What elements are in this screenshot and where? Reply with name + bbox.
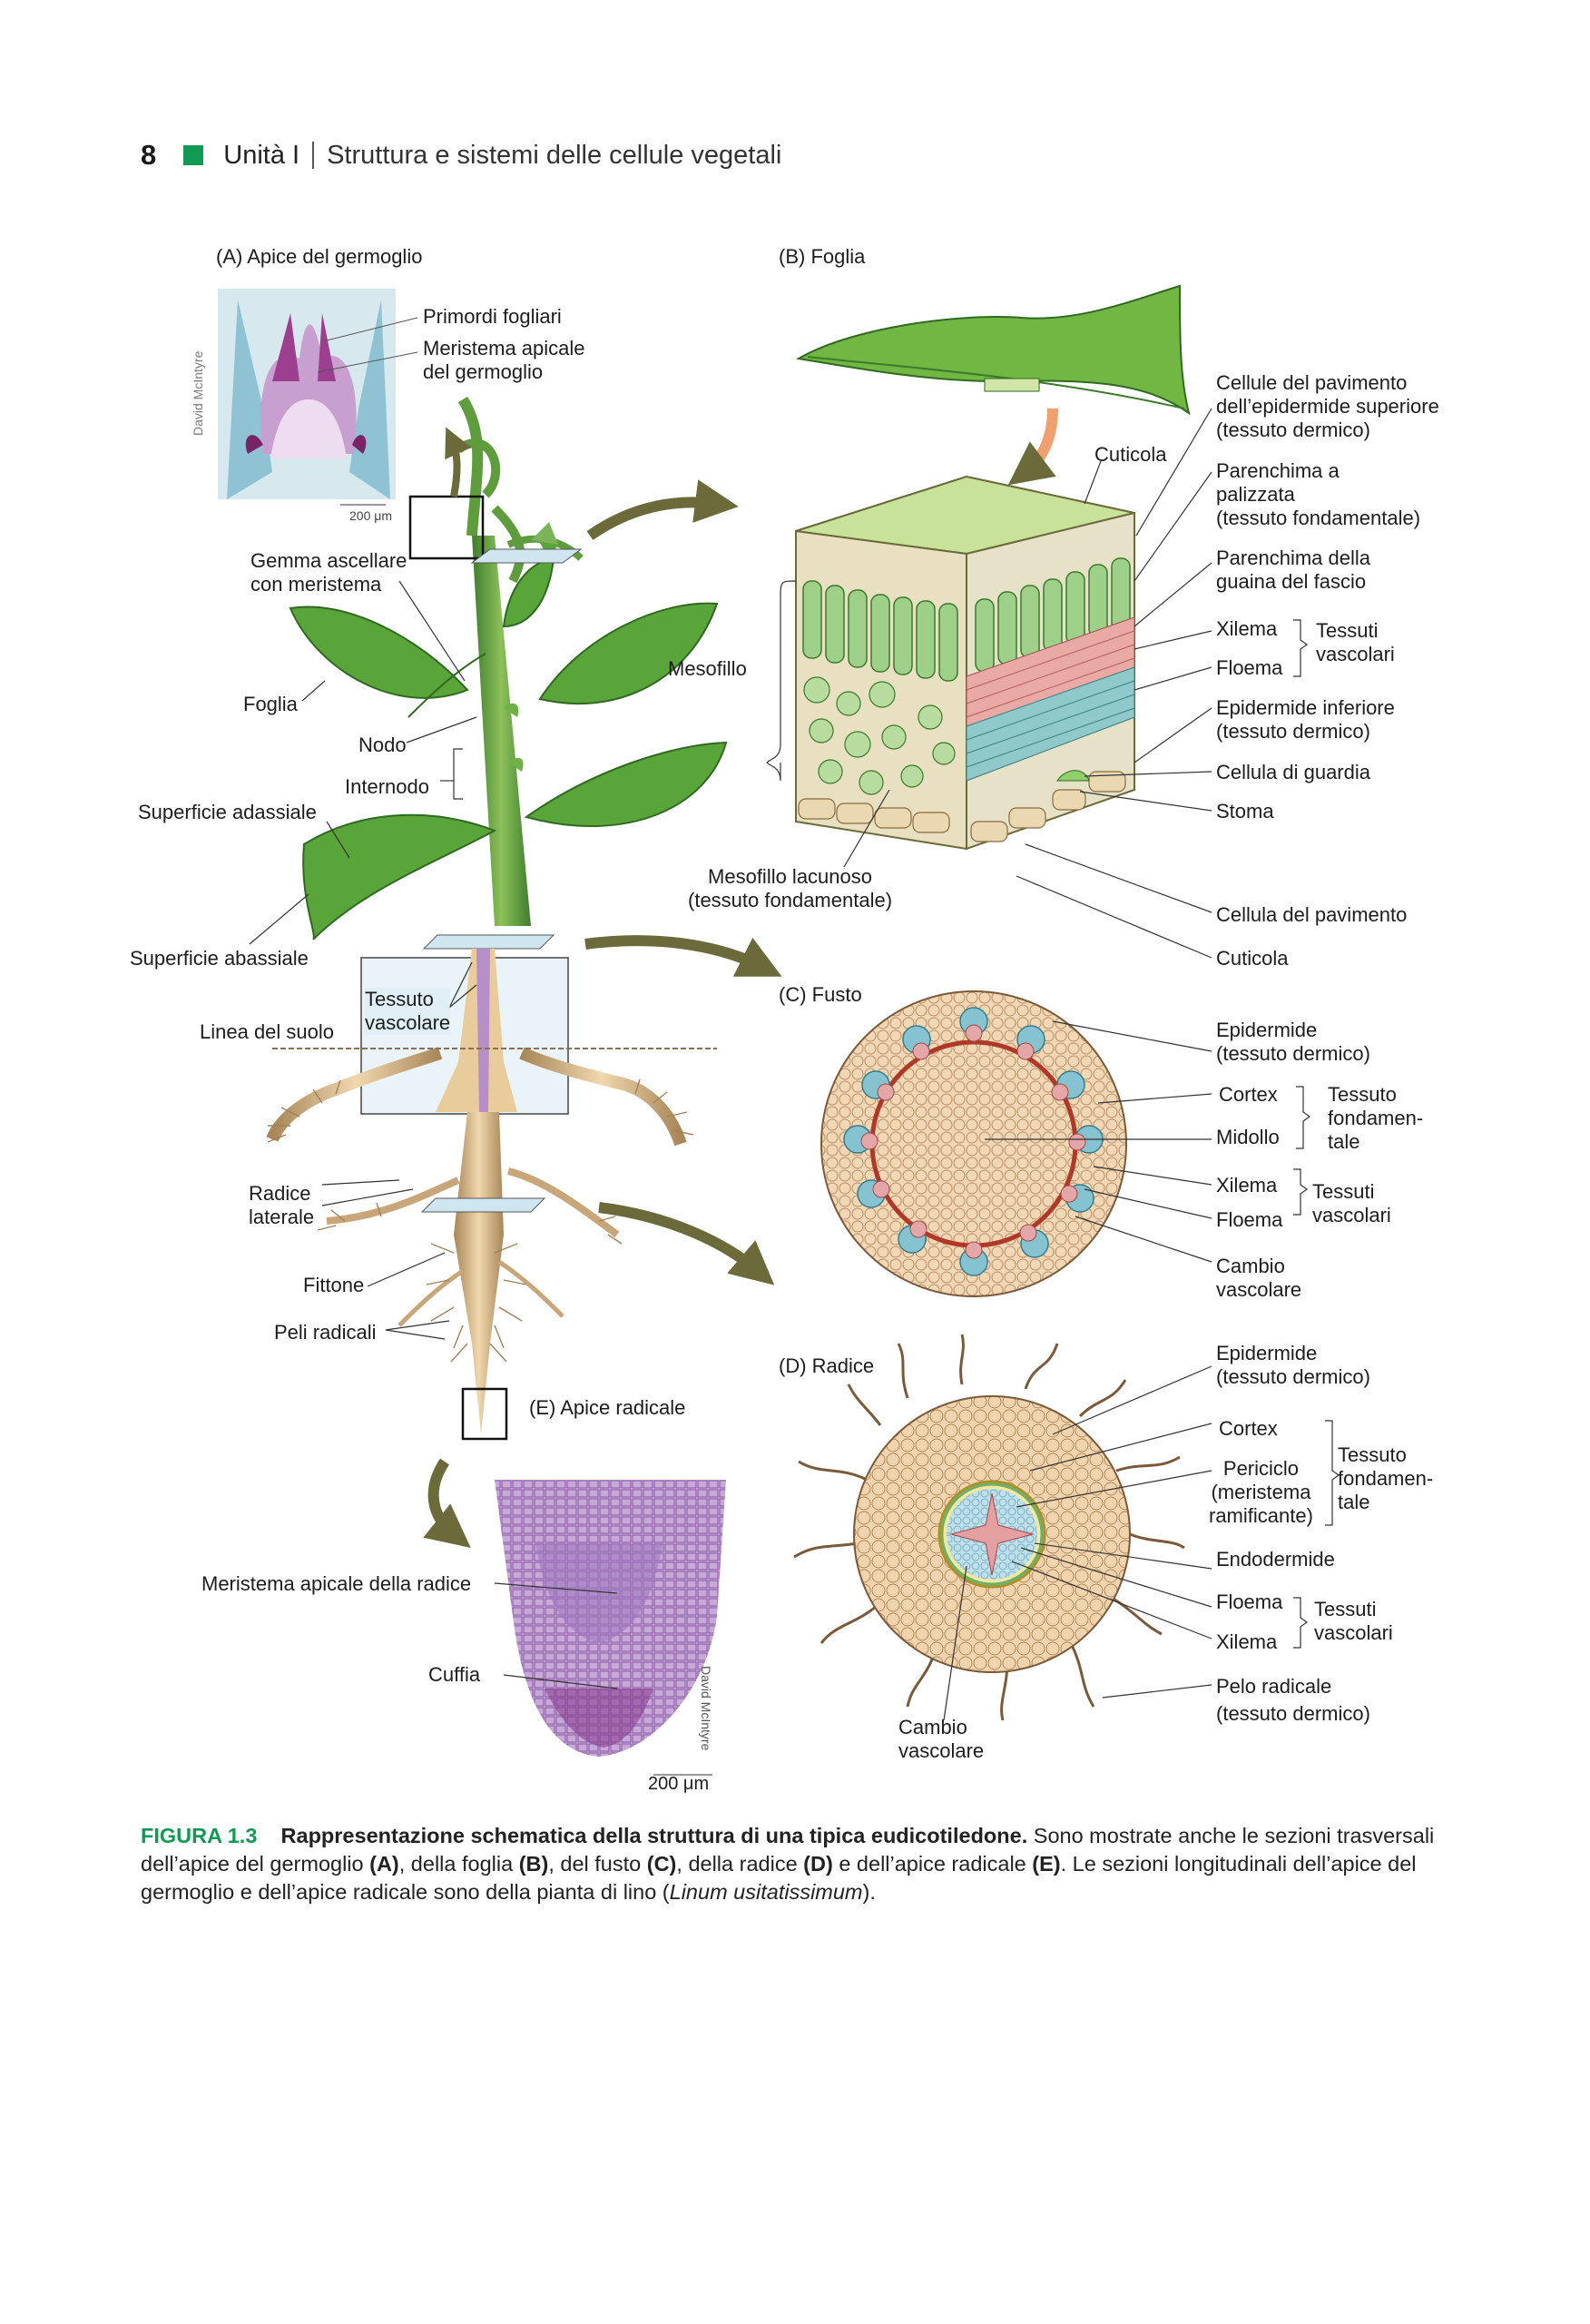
unit-label: Unità I xyxy=(223,140,300,170)
label-periciclo: Periciclo (meristema ramificante) xyxy=(1209,1457,1313,1527)
label-gemma-ascellare: Gemma ascellare con meristema xyxy=(250,549,407,596)
label-endodermide: Endodermide xyxy=(1216,1548,1335,1571)
label-fittone: Fittone xyxy=(303,1274,365,1296)
label-foglia: Foglia xyxy=(243,693,298,715)
caption-text-2: , della foglia xyxy=(398,1852,519,1876)
label-xilema-d: Xilema xyxy=(1216,1630,1278,1653)
label-floema-c: Floema xyxy=(1216,1208,1283,1231)
label-cambio-vascolare-c: Cambio vascolare xyxy=(1216,1255,1302,1301)
label-parenchima-guaina: Parenchima della guaina del fascio xyxy=(1216,547,1370,593)
label-cortex-d: Cortex xyxy=(1219,1417,1278,1440)
label-parenchima-palizzata: Parenchima a palizzata (tessuto fondamen… xyxy=(1216,459,1421,529)
label-radice-laterale: Radice laterale xyxy=(249,1182,315,1228)
panel-d-title: (D) Radice xyxy=(779,1354,875,1377)
label-tessuto-fondamentale-c: Tessuto fondamen- tale xyxy=(1328,1083,1424,1153)
label-meristema-apicale-radice: Meristema apicale della radice xyxy=(201,1572,472,1595)
panel-e-title: (E) Apice radicale xyxy=(529,1396,686,1419)
root-cross-section xyxy=(793,1334,1185,1721)
label-cortex-c: Cortex xyxy=(1219,1083,1278,1106)
scale-bar-a: 200 μm xyxy=(349,508,392,523)
label-superficie-adassiale: Superficie adassiale xyxy=(138,801,317,823)
label-cuticola-bottom: Cuticola xyxy=(1216,947,1289,970)
label-primordi-fogliari: Primordi fogliari xyxy=(423,305,562,328)
plant-structure-figure xyxy=(218,284,1340,1776)
label-cellula-pavimento: Cellula del pavimento xyxy=(1216,903,1408,926)
caption-text-5: e dell’apice radicale xyxy=(832,1852,1033,1876)
label-tessuto-fondamentale-d: Tessuto fondamen- tale xyxy=(1338,1443,1434,1513)
figure-label: FIGURA 1.3 xyxy=(141,1824,258,1847)
label-linea-del-suolo: Linea del suolo xyxy=(200,1020,335,1043)
label-mesofillo: Mesofillo xyxy=(668,657,747,680)
label-xilema-b: Xilema xyxy=(1216,617,1278,640)
plant-illustration xyxy=(289,396,728,940)
label-mesofillo-lacunoso: Mesofillo lacunoso (tessuto fondamentale… xyxy=(688,865,893,911)
label-cellule-pavimento-superiore: Cellule del pavimento dell’epidermide su… xyxy=(1216,371,1439,441)
label-epidermide-c: Epidermide (tessuto dermico) xyxy=(1216,1019,1370,1065)
label-peli-radicali: Peli radicali xyxy=(274,1321,377,1344)
figure-caption-title: Rappresentazione schematica della strutt… xyxy=(280,1824,1028,1847)
label-cuffia: Cuffia xyxy=(428,1663,481,1686)
page-number: 8 xyxy=(141,139,157,171)
caption-text-7: ). xyxy=(862,1880,876,1904)
caption-ref-e: (E) xyxy=(1032,1852,1061,1876)
label-meristema-apicale-germoglio: Meristema apicale del germoglio xyxy=(423,337,585,383)
label-cambio-vascolare-d: Cambio vascolare xyxy=(898,1716,985,1762)
label-pelo-radicale: Pelo radicale (tessuto dermico) xyxy=(1216,1675,1370,1725)
label-midollo: Midollo xyxy=(1216,1126,1280,1148)
label-epidermide-inferiore: Epidermide inferiore (tessuto dermico) xyxy=(1216,696,1395,743)
label-floema-b: Floema xyxy=(1216,656,1283,679)
page-header: 8 Unità I Struttura e sistemi delle cell… xyxy=(141,133,781,178)
chapter-title: Struttura e sistemi delle cellule vegeta… xyxy=(327,140,782,170)
section-marker-square xyxy=(183,145,204,165)
caption-ref-a: (A) xyxy=(369,1852,399,1876)
leaf-section xyxy=(766,284,1191,851)
label-superficie-abassiale: Superficie abassiale xyxy=(130,947,309,970)
shoot-apex-micrograph xyxy=(218,289,396,506)
figure-caption: FIGURA 1.3 Rappresentazione schematica d… xyxy=(141,1822,1448,1906)
panel-c-title: (C) Fusto xyxy=(779,983,862,1006)
caption-ref-d: (D) xyxy=(803,1852,833,1876)
label-tessuti-vascolari-c: Tessuti vascolari xyxy=(1312,1180,1391,1226)
label-epidermide-d: Epidermide (tessuto dermico) xyxy=(1216,1342,1370,1388)
caption-ref-b: (B) xyxy=(518,1852,549,1876)
label-stoma: Stoma xyxy=(1216,800,1274,822)
stem-cross-section xyxy=(820,990,1127,1297)
caption-ref-c: (C) xyxy=(646,1852,677,1876)
label-cellula-guardia: Cellula di guardia xyxy=(1216,761,1370,783)
header-divider xyxy=(312,142,315,169)
label-floema-d: Floema xyxy=(1216,1590,1283,1613)
label-xilema-c: Xilema xyxy=(1216,1174,1278,1196)
caption-text-3: , del fusto xyxy=(548,1852,647,1876)
panel-a-title: (A) Apice del germoglio xyxy=(216,245,423,268)
caption-species: Linum usitatissimum xyxy=(669,1880,863,1904)
label-tessuti-vascolari-b: Tessuti vascolari xyxy=(1316,619,1395,665)
caption-text-6: . Le sezioni longitudinali dell’apice de… xyxy=(141,1852,1417,1904)
label-internodo: Internodo xyxy=(345,775,429,798)
label-cuticola-top: Cuticola xyxy=(1094,443,1167,466)
label-nodo: Nodo xyxy=(358,734,407,756)
label-tessuti-vascolari-d: Tessuti vascolari xyxy=(1314,1598,1393,1644)
credit-a: David McIntyre xyxy=(191,350,205,436)
panel-b-title: (B) Foglia xyxy=(779,245,866,268)
label-tessuto-vascolare: Tessuto vascolare xyxy=(365,988,451,1035)
credit-e: David McIntyre xyxy=(699,1666,713,1751)
root-apex-micrograph xyxy=(495,1480,726,1776)
caption-text-1: Sono mostrate anche le sezioni trasversa… xyxy=(141,1824,1435,1876)
caption-text-4: , della radice xyxy=(676,1852,804,1876)
scale-bar-e: 200 μm xyxy=(648,1774,710,1794)
